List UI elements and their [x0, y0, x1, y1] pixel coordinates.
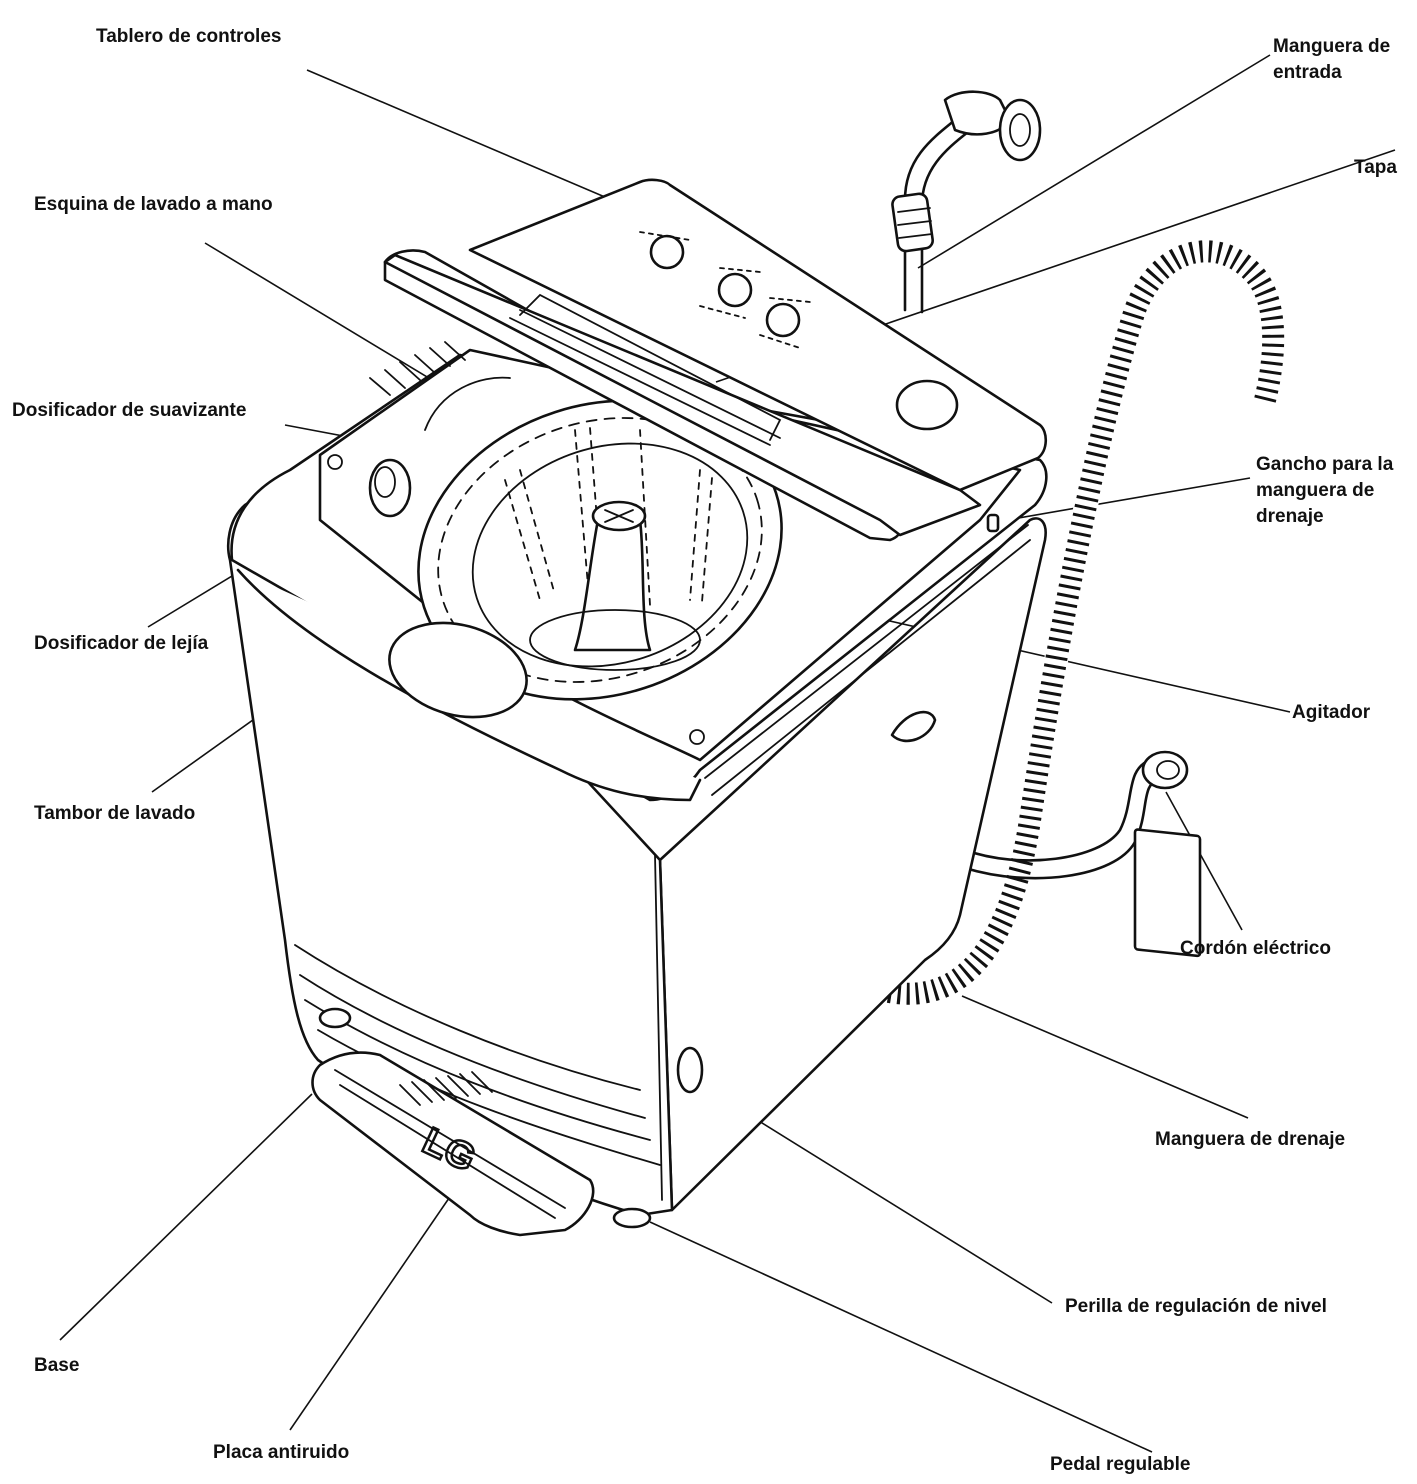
label-tambor-de-lavado: Tambor de lavado [34, 803, 196, 824]
control-panel [468, 178, 1048, 492]
leader-pedal [649, 1221, 1153, 1453]
leader-gancho [994, 477, 1251, 523]
leader-cordon [1165, 791, 1243, 931]
label-tablero-de-controles: Tablero de controles [96, 26, 282, 47]
label-cordon-electrico: Cordón eléctrico [1180, 938, 1331, 959]
label-esquina-de-lavado-a-mano: Esquina de lavado a mano [34, 194, 273, 215]
leader-manguera-drenaje [961, 995, 1249, 1119]
leader-base [59, 1093, 313, 1341]
power-cord [963, 750, 1202, 958]
base-plate [311, 1051, 595, 1237]
label-tapa: Tapa [1354, 157, 1397, 178]
label-dosificador-de-suavizante: Dosificador de suavizante [12, 400, 247, 421]
label-perilla-de-regulacion: Perilla de regulación de nivel [1065, 1296, 1327, 1317]
label-placa-antiruido: Placa antiruido [213, 1442, 350, 1463]
label-manguera-de-drenaje: Manguera de drenaje [1155, 1129, 1346, 1150]
leader-placa [289, 1184, 459, 1431]
label-agitador: Agitador [1292, 702, 1371, 723]
leader-manguera-entrada [917, 54, 1271, 269]
leader-lines [59, 54, 1396, 1453]
leader-tablero [306, 69, 641, 213]
label-dosificador-de-lejia: Dosificador de lejía [34, 633, 209, 654]
machine-body [226, 468, 1047, 1229]
label-pedal-regulable: Pedal regulable [1050, 1454, 1191, 1475]
label-gancho-para-manguera: Gancho para la manguera de drenaje [1256, 454, 1394, 527]
leader-esquina [204, 242, 453, 393]
label-base: Base [34, 1355, 80, 1376]
inlet-hose [891, 90, 1042, 314]
lid [383, 249, 982, 542]
drain-hose [868, 239, 1286, 1006]
label-manguera-de-entrada: Manguera de entrada [1273, 36, 1391, 83]
